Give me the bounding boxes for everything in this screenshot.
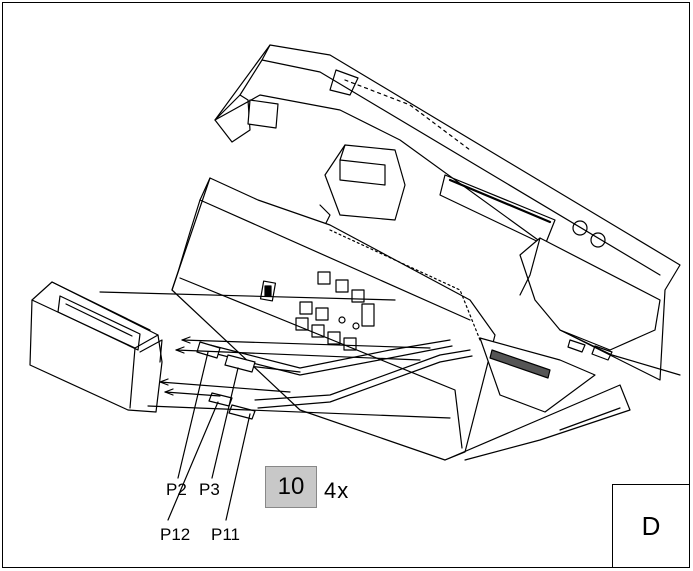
step-number-badge: 10 (265, 466, 317, 508)
control-panel (171, 177, 496, 461)
connector-label-p11: P11 (211, 525, 240, 544)
plug-connectors (196, 341, 256, 420)
connector-label-p2: P2 (166, 480, 187, 499)
step-number: 10 (277, 473, 305, 500)
base-plate (444, 384, 631, 461)
leader-lines (167, 351, 251, 521)
view-label-box: D (612, 484, 690, 568)
connector-label-p3: P3 (199, 480, 220, 499)
quantity-label: 4x (324, 478, 350, 503)
view-label: D (641, 510, 661, 541)
rear-housing (214, 44, 681, 381)
circuit-board (479, 337, 613, 413)
assembly-arrows (99, 291, 451, 419)
transformer (319, 144, 406, 226)
display-module (29, 281, 163, 413)
connector-label-p12: P12 (160, 525, 191, 544)
